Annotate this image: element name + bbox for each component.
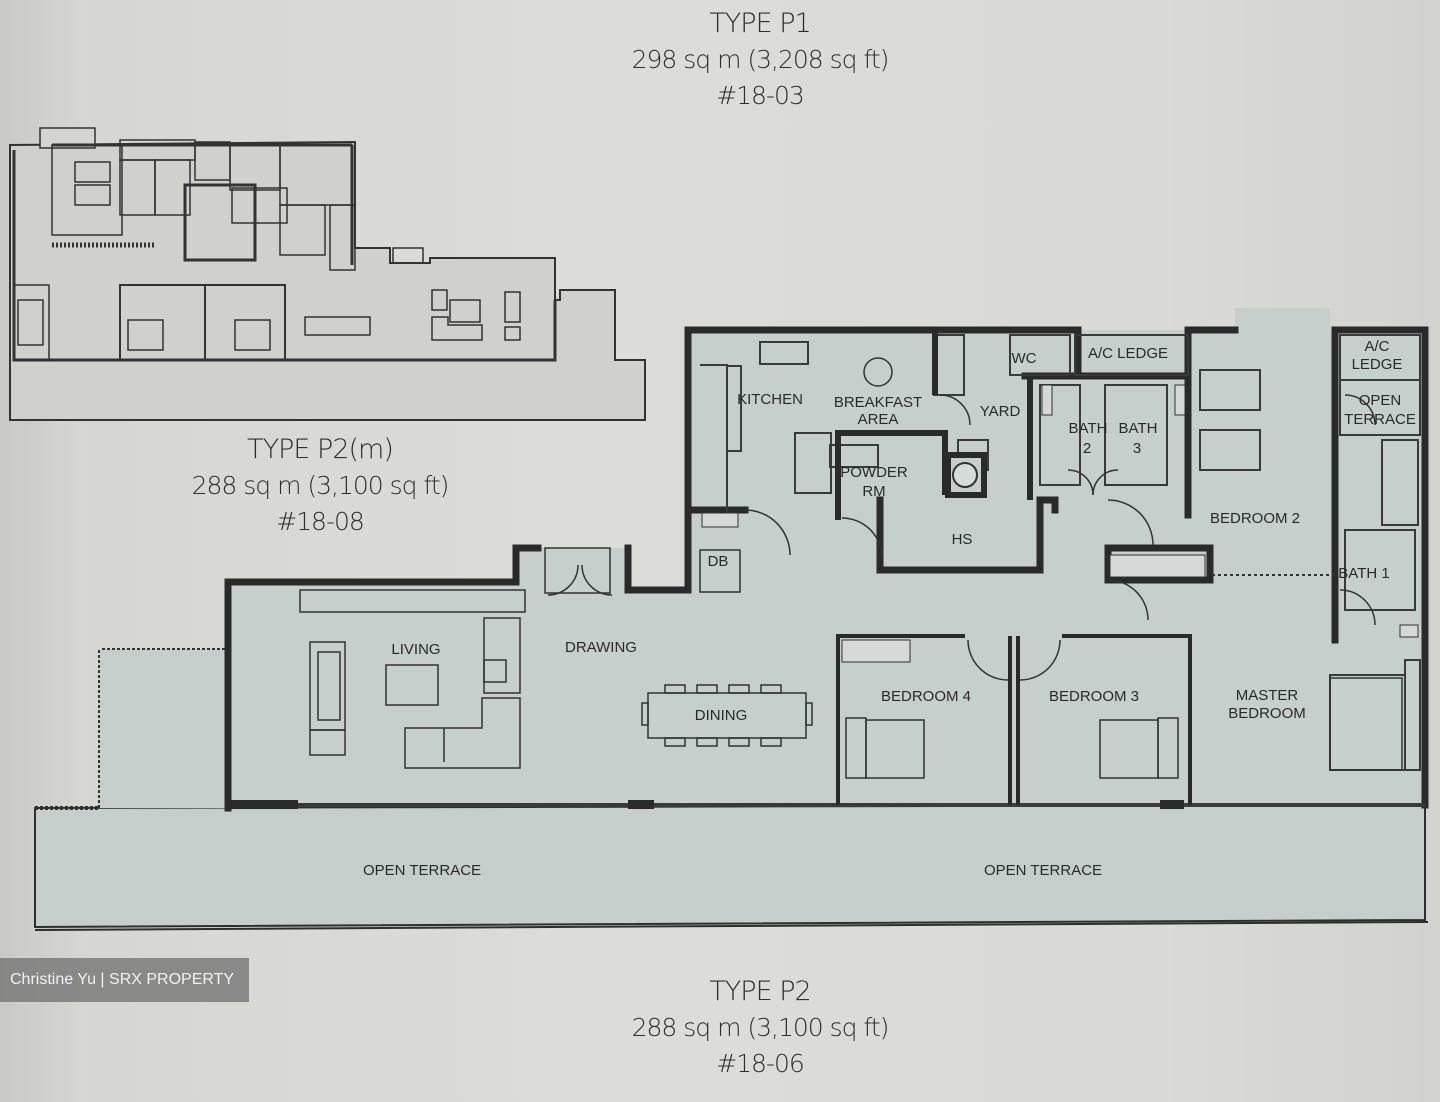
plan-type: TYPE P2 [709, 976, 811, 1007]
label-open-terrace-left: OPEN TERRACE [363, 862, 481, 879]
label-ac-ledge-right-1: A/C [1364, 338, 1389, 355]
label-living: LIVING [391, 641, 440, 658]
floor-plan-p2: KITCHEN BREAKFAST AREA YARD WC A/C LEDGE… [34, 308, 1429, 931]
label-kitchen: KITCHEN [737, 391, 803, 408]
label-master-2: BEDROOM [1228, 705, 1306, 722]
label-breakfast-2: AREA [858, 411, 899, 428]
plan-unit: #18-08 [276, 507, 365, 536]
label-wc: WC [1012, 350, 1037, 367]
label-master-1: MASTER [1236, 687, 1299, 704]
label-powder-2: RM [862, 483, 885, 500]
plan-area: 298 sq m (3,208 sq ft) [631, 45, 890, 74]
plan-unit: #18-06 [716, 1049, 805, 1078]
label-bath-1: BATH 1 [1338, 565, 1389, 582]
room-labels: KITCHEN BREAKFAST AREA YARD WC A/C LEDGE… [363, 338, 1416, 879]
label-open-terrace-right: OPEN TERRACE [984, 862, 1102, 879]
plan-type: TYPE P2(m) [247, 434, 394, 465]
label-powder-1: POWDER [840, 464, 908, 481]
label-open-terrace-small-1: OPEN [1359, 392, 1402, 409]
floor-plan-p2m-thumbnail [9, 127, 646, 421]
label-open-terrace-small-2: TERRACE [1344, 411, 1416, 428]
label-breakfast-1: BREAKFAST [834, 394, 922, 411]
label-bedroom-3: BEDROOM 3 [1049, 688, 1139, 705]
label-bedroom-4: BEDROOM 4 [881, 688, 971, 705]
plan-title-p2m: TYPE P2(m) 288 sq m (3,100 sq ft) #18-08 [140, 432, 500, 540]
label-bath3-2: 3 [1133, 440, 1141, 457]
label-bath2-1: BATH [1069, 420, 1108, 437]
label-yard: YARD [980, 403, 1021, 420]
plan-unit: #18-03 [716, 81, 805, 110]
label-bath3-1: BATH [1119, 420, 1158, 437]
label-bath2-2: 2 [1083, 440, 1091, 457]
label-db: DB [708, 553, 729, 570]
label-hs: HS [952, 531, 973, 548]
watermark: Christine Yu | SRX PROPERTY [0, 958, 249, 1002]
label-ac-ledge: A/C LEDGE [1088, 345, 1168, 362]
plan-type: TYPE P1 [709, 8, 811, 39]
plan-area: 288 sq m (3,100 sq ft) [191, 471, 450, 500]
label-dining: DINING [695, 707, 748, 724]
plan-area: 288 sq m (3,100 sq ft) [631, 1013, 890, 1042]
label-ac-ledge-right-2: LEDGE [1352, 356, 1403, 373]
plan-title-p2: TYPE P2 288 sq m (3,100 sq ft) #18-06 [560, 974, 960, 1082]
label-drawing: DRAWING [565, 639, 637, 656]
plan-title-p1: TYPE P1 298 sq m (3,208 sq ft) #18-03 [560, 6, 960, 114]
label-bedroom-2: BEDROOM 2 [1210, 510, 1300, 527]
